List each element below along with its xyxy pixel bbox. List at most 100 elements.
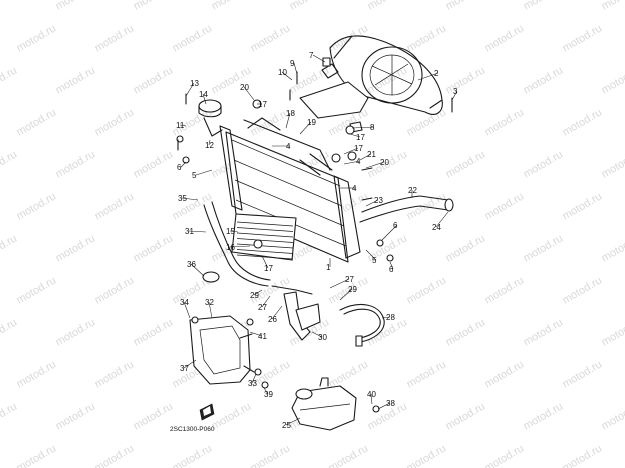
watermark-text: motod.ru bbox=[249, 442, 293, 468]
part-number-label: 26 bbox=[268, 315, 277, 324]
part-number-label: 27 bbox=[258, 303, 267, 312]
leader-line bbox=[195, 169, 213, 176]
part-number-label: 5 bbox=[192, 171, 197, 180]
watermark-text: motod.ru bbox=[0, 0, 19, 13]
watermark-text: motod.ru bbox=[0, 148, 19, 180]
watermark-text: motod.ru bbox=[600, 148, 625, 180]
watermark-text: motod.ru bbox=[483, 274, 527, 306]
watermark-text: motod.ru bbox=[132, 64, 176, 96]
watermark-text: motod.ru bbox=[561, 190, 605, 222]
watermark-text: motod.ru bbox=[0, 232, 19, 264]
leader-line bbox=[417, 72, 439, 81]
part-number-label: 6 bbox=[389, 265, 394, 274]
part-number-label: 6 bbox=[393, 221, 398, 230]
part-number-label: 10 bbox=[278, 68, 287, 77]
part-number-label: 22 bbox=[408, 186, 417, 195]
breather-hose bbox=[339, 304, 385, 347]
leader-line bbox=[293, 62, 298, 75]
watermark-text: motod.ru bbox=[600, 400, 625, 432]
watermark-text: motod.ru bbox=[15, 442, 59, 468]
part-number-label: 19 bbox=[307, 118, 316, 127]
leader-line bbox=[183, 301, 191, 319]
part-number-label: 35 bbox=[178, 194, 187, 203]
leader-line bbox=[351, 126, 375, 129]
watermark-text: motod.ru bbox=[54, 316, 98, 348]
watermark-text: motod.ru bbox=[93, 22, 137, 54]
leader-line bbox=[229, 230, 239, 233]
part-number-label: 23 bbox=[374, 196, 383, 205]
leader-line bbox=[180, 161, 187, 168]
radiator-grille bbox=[231, 213, 297, 261]
leader-line bbox=[285, 112, 291, 129]
part-number-label: 30 bbox=[318, 333, 327, 342]
part-number-label: 2 bbox=[434, 69, 439, 78]
watermark-text: motod.ru bbox=[483, 190, 527, 222]
leader-line bbox=[179, 124, 187, 127]
part-number-label: 1 bbox=[326, 263, 331, 272]
part-number-label: 36 bbox=[187, 260, 196, 269]
watermark-text: motod.ru bbox=[54, 0, 98, 13]
leader-line bbox=[263, 387, 269, 395]
part-number-label: 18 bbox=[286, 109, 295, 118]
leader-line bbox=[435, 211, 449, 228]
watermark-text: motod.ru bbox=[483, 22, 527, 54]
part-number-label: 7 bbox=[309, 51, 314, 60]
watermark-text: motod.ru bbox=[54, 400, 98, 432]
watermark-text: motod.ru bbox=[54, 64, 98, 96]
part-number-label: 21 bbox=[367, 150, 376, 159]
leader-line bbox=[188, 230, 207, 233]
leader-line bbox=[281, 71, 293, 81]
leader-line bbox=[343, 147, 359, 155]
leader-line bbox=[343, 160, 361, 165]
watermark-text: motod.ru bbox=[93, 442, 137, 468]
part-number-label: 9 bbox=[290, 59, 295, 68]
watermark-text: motod.ru bbox=[444, 232, 488, 264]
reservoir-tank bbox=[291, 377, 357, 431]
leader-line bbox=[243, 86, 255, 101]
watermark-text: motod.ru bbox=[483, 106, 527, 138]
watermark-text: motod.ru bbox=[0, 316, 19, 348]
watermark-text: motod.ru bbox=[600, 316, 625, 348]
part-number-label: 32 bbox=[205, 298, 214, 307]
part-number-label: 28 bbox=[386, 313, 395, 322]
leader-line bbox=[451, 90, 458, 101]
part-number-label: 37 bbox=[180, 364, 189, 373]
watermark-text: motod.ru bbox=[93, 190, 137, 222]
watermark-text: motod.ru bbox=[171, 22, 215, 54]
watermark-text: motod.ru bbox=[522, 232, 566, 264]
watermark-text: motod.ru bbox=[444, 0, 488, 13]
hose-left bbox=[203, 201, 271, 287]
leader-line bbox=[377, 402, 391, 410]
watermark-text: motod.ru bbox=[288, 0, 332, 13]
part-number-label: 16 bbox=[226, 243, 235, 252]
watermark-text: motod.ru bbox=[93, 358, 137, 390]
leader-line bbox=[365, 199, 379, 207]
part-number-label: 17 bbox=[258, 100, 267, 109]
watermark-text: motod.ru bbox=[0, 64, 19, 96]
part-number-label: 17 bbox=[354, 144, 363, 153]
leader-line bbox=[312, 54, 326, 63]
watermark-text: motod.ru bbox=[171, 442, 215, 468]
watermark-text: motod.ru bbox=[210, 0, 254, 13]
watermark-text: motod.ru bbox=[561, 106, 605, 138]
watermark-text: motod.ru bbox=[405, 106, 449, 138]
leader-line bbox=[271, 305, 283, 320]
watermark-text: motod.ru bbox=[561, 358, 605, 390]
watermark-text: motod.ru bbox=[444, 148, 488, 180]
leader-line bbox=[253, 289, 263, 296]
leader-line bbox=[181, 197, 199, 201]
watermark-text: motod.ru bbox=[444, 316, 488, 348]
watermark-text: motod.ru bbox=[405, 22, 449, 54]
watermark-text: motod.ru bbox=[444, 400, 488, 432]
watermark-text: motod.ru bbox=[93, 106, 137, 138]
leader-line bbox=[251, 373, 257, 384]
leader-line bbox=[381, 224, 398, 241]
watermark-text: motod.ru bbox=[15, 22, 59, 54]
part-number-label: 15 bbox=[226, 227, 235, 236]
leader-line bbox=[299, 121, 312, 135]
watermark-text: motod.ru bbox=[483, 442, 527, 468]
water-pipe bbox=[271, 285, 321, 341]
front-arrow-icon bbox=[199, 403, 215, 421]
leader-lines bbox=[179, 54, 458, 426]
